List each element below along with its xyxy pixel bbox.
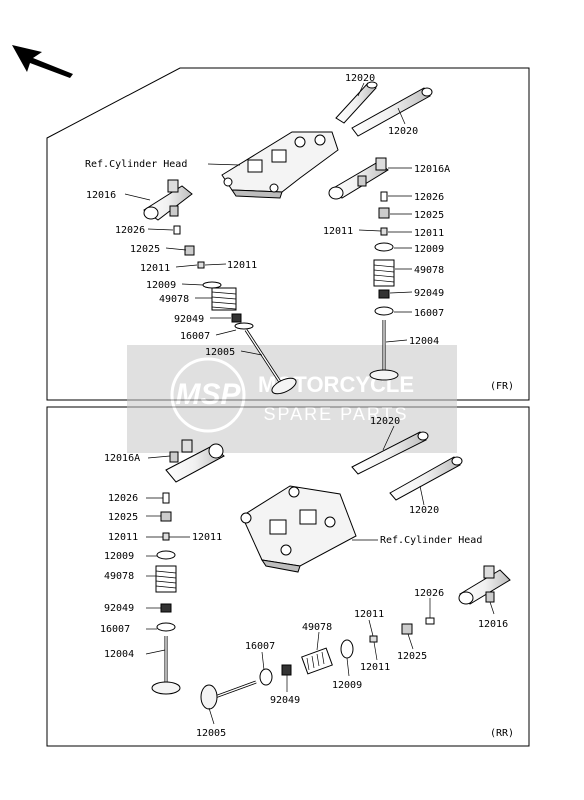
rear-rocker-shaft-b [389, 456, 463, 501]
rear-leader-lines [145, 425, 495, 725]
front-labels: 12020 12020 Ref.Cylinder Head 12016A 120… [85, 73, 514, 392]
front-label-shaft-a: 12020 [345, 73, 375, 84]
watermark-line2: SPARE PARTS [263, 404, 408, 424]
front-label-seat-right: 16007 [414, 308, 444, 319]
front-left-valve-stack [173, 225, 297, 395]
front-label-spring-left: 49078 [159, 294, 189, 305]
front-label-adjuster-screw-right: 12026 [414, 192, 444, 203]
rear-cylinder-head [240, 485, 357, 573]
watermark-logo: MSP [175, 378, 241, 411]
front-label-cylinder-head: Ref.Cylinder Head [85, 159, 187, 170]
rear-label-adjuster-screw-right: 12026 [414, 588, 444, 599]
rear-label-valve-right: 12005 [196, 728, 226, 739]
rear-label-rocker-left: 12016A [104, 453, 140, 464]
front-rocker-arm-right [328, 157, 389, 200]
front-label-cotter-left-a: 12011 [140, 263, 170, 274]
rear-right-valve-stack [200, 617, 435, 710]
front-label-nut-right: 12025 [414, 210, 444, 221]
front-view-code: (FR) [490, 381, 514, 392]
front-label-seal-left: 92049 [174, 314, 204, 325]
front-label-spring-right: 49078 [414, 265, 444, 276]
front-label-rocker-right: 12016A [414, 164, 450, 175]
front-label-nut-left: 12025 [130, 244, 160, 255]
rear-label-cotter-left-b: 12011 [192, 532, 222, 543]
front-left-spring [211, 287, 237, 311]
front-rocker-shaft-a [335, 81, 378, 124]
rear-label-seat-left: 16007 [100, 624, 130, 635]
front-label-seat-left: 16007 [180, 331, 210, 342]
rear-label-nut-left: 12025 [108, 512, 138, 523]
front-panel [46, 67, 530, 401]
rear-label-shaft-a: 12020 [370, 416, 400, 427]
rear-label-seal-left: 92049 [104, 603, 134, 614]
rear-label-nut-right: 12025 [397, 651, 427, 662]
rear-left-valve-stack [151, 492, 181, 695]
front-label-shaft-b: 12020 [388, 126, 418, 137]
front-label-cotter-right-a: 12011 [323, 226, 353, 237]
rear-rocker-shaft-a [351, 431, 429, 475]
front-rocker-shaft-b [351, 87, 433, 137]
rear-label-valve-left: 12004 [104, 649, 134, 660]
rear-label-cylinder-head: Ref.Cylinder Head [380, 535, 482, 546]
rear-view-code: (RR) [490, 728, 514, 739]
front-label-retainer-left: 12009 [146, 280, 176, 291]
rear-rocker-arm-right [458, 565, 511, 605]
rear-right-spring [301, 647, 333, 675]
front-label-rocker-left: 12016 [86, 190, 116, 201]
watermark: MSP MOTORCYCLE SPARE PARTS [127, 345, 457, 453]
front-label-cotter-right-b: 12011 [414, 228, 444, 239]
rear-left-spring [155, 565, 177, 593]
direction-arrow-icon [12, 45, 73, 78]
rear-label-shaft-b: 12020 [409, 505, 439, 516]
rear-rocker-arm-left [165, 439, 225, 483]
front-right-valve-stack [369, 191, 399, 381]
rear-label-seal-right: 92049 [270, 695, 300, 706]
rear-labels: 12020 12020 Ref.Cylinder Head 12016A 120… [100, 416, 514, 739]
rear-label-retainer-right: 12009 [332, 680, 362, 691]
front-label-seal-right: 92049 [414, 288, 444, 299]
rear-label-cotter-left-a: 12011 [108, 532, 138, 543]
front-rocker-arm-left [143, 179, 193, 221]
front-leader-lines [124, 82, 413, 356]
front-label-valve-left: 12005 [205, 347, 235, 358]
rear-label-cotter-right-a: 12011 [354, 609, 384, 620]
rear-label-rocker-right: 12016 [478, 619, 508, 630]
rear-label-seat-right: 16007 [245, 641, 275, 652]
rear-label-spring-left: 49078 [104, 571, 134, 582]
front-label-valve-right: 12004 [409, 336, 439, 347]
rear-label-spring-right: 49078 [302, 622, 332, 633]
front-label-retainer-right: 12009 [414, 244, 444, 255]
rear-label-retainer-left: 12009 [104, 551, 134, 562]
front-label-adjuster-screw-left: 12026 [115, 225, 145, 236]
front-label-cotter-left-b: 12011 [227, 260, 257, 271]
front-cylinder-head [221, 131, 339, 199]
rear-label-cotter-right-b: 12011 [360, 662, 390, 673]
rear-label-adjuster-screw-left: 12026 [108, 493, 138, 504]
front-right-spring [373, 259, 395, 287]
